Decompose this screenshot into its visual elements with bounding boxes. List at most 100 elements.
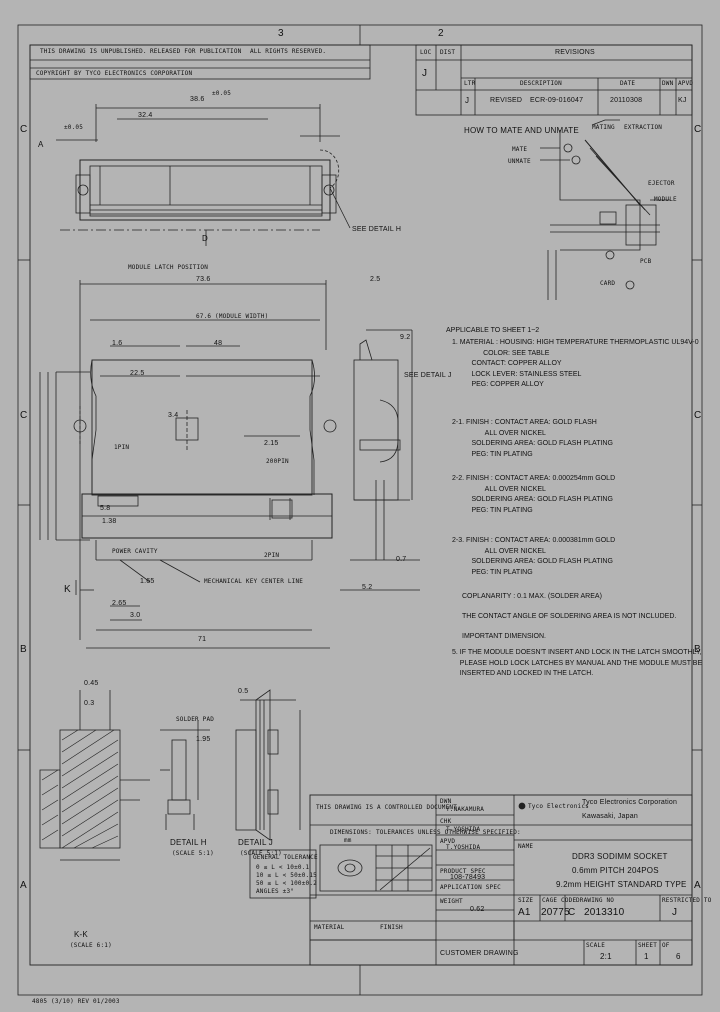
mate-card: CARD xyxy=(600,280,616,287)
tb-controlled: THIS DRAWING IS A CONTROLLED DOCUMENT. xyxy=(316,804,461,811)
mate-mating: MATING xyxy=(592,124,615,131)
tb-size-label: SIZE xyxy=(518,897,534,904)
detail-h-scale: (SCALE 5:1) xyxy=(172,850,214,857)
tb-product-spec: PRODUCT SPEC xyxy=(440,868,486,875)
header-revisions: REVISIONS xyxy=(555,49,595,56)
zone-col-3: 3 xyxy=(278,28,284,39)
tb-weight-val: 0.62 xyxy=(470,906,485,913)
tb-name-2: 0.6mm PITCH 204POS xyxy=(572,866,659,875)
mate-extraction: EXTRACTION xyxy=(624,124,663,131)
tb-scale: 2:1 xyxy=(600,952,612,961)
tb-dwg-no: 2013310 xyxy=(584,907,625,918)
solder-pad: SOLDER PAD xyxy=(176,716,215,723)
tb-company: Tyco Electronics Corporation xyxy=(582,799,678,806)
tb-app-spec: APPLICATION SPEC xyxy=(440,884,501,891)
dim-side-1: 2.5 xyxy=(370,276,381,283)
dim-left: 22.5 xyxy=(130,370,145,377)
zone-row-a-left: A xyxy=(20,880,27,891)
dim-2-65: 2.65 xyxy=(112,600,127,607)
dim-1-38: 1.38 xyxy=(102,518,117,525)
dim-3-0: 3.0 xyxy=(130,612,141,619)
detail-h-title: DETAIL H xyxy=(170,838,207,847)
gen-tol-3: 50 ≤ L < 100±0.2 xyxy=(256,880,317,887)
dim-3-4: 3.4 xyxy=(168,412,179,419)
tb-company2: Kawasaki, Japan xyxy=(582,813,638,820)
key-center: MECHANICAL KEY CENTER LINE xyxy=(204,578,304,585)
power-cavity: POWER CAVITY xyxy=(112,548,158,555)
gen-tol-title: GENERAL TOLERANCE xyxy=(253,854,318,861)
tb-material: MATERIAL xyxy=(314,924,345,931)
section-k-marker: K xyxy=(64,584,71,595)
tb-name-1: DDR3 SODIMM SOCKET xyxy=(572,852,668,861)
header-loc: LOC xyxy=(420,49,432,56)
dim-total: 73.6 xyxy=(196,276,211,283)
header-ltr: LTR xyxy=(464,80,476,87)
module-latch-label: MODULE LATCH POSITION xyxy=(128,264,209,271)
tb-cage-code: 20775 xyxy=(541,907,570,918)
dim-left-tol: ±0.05 xyxy=(64,124,84,131)
tb-logo-text: Tyco Electronics xyxy=(528,803,589,810)
tb-bottom-left: 4805 (3/10) REV 01/2003 xyxy=(32,998,120,1005)
rev-row-ecr: ECR-09-016047 xyxy=(530,97,584,104)
header-dwn: DWN xyxy=(662,80,674,87)
dim-0-45: 0.45 xyxy=(84,680,99,687)
tb-chk: CHK xyxy=(440,818,452,825)
note-important: IMPORTANT DIMENSION. xyxy=(462,633,547,640)
tb-dimensions: DIMENSIONS: xyxy=(330,829,372,836)
section-kk: K-K xyxy=(74,930,88,939)
rev-row-ltr: J xyxy=(465,96,470,105)
header-released: RELEASED FOR PUBLICATION xyxy=(150,48,242,55)
tb-sheet: 1 xyxy=(644,952,649,961)
header-copyright: COPYRIGHT BY TYCO ELECTRONICS CORPORATIO… xyxy=(36,70,193,77)
zone-row-c-right: C xyxy=(694,124,702,135)
tb-apvd: APVD xyxy=(440,838,456,845)
dim-0-5: 0.5 xyxy=(238,688,249,695)
mate-title: HOW TO MATE AND UNMATE xyxy=(464,126,579,135)
tb-of-total: 6 xyxy=(676,952,681,961)
note-2-2: 2-2. FINISH : CONTACT AREA: 0.000254mm G… xyxy=(452,475,616,514)
tb-sheet-label: SHEET xyxy=(638,942,658,949)
notes-header: APPLICABLE TO SHEET 1~2 xyxy=(446,327,540,334)
zone-row-c-left: C xyxy=(20,124,28,135)
zone-row-b-left: B xyxy=(20,644,27,655)
note-3: COPLANARITY : 0.1 MAX. (SOLDER AREA) xyxy=(462,593,602,600)
header-rev-letter: J xyxy=(422,68,428,79)
header-date: DATE xyxy=(620,80,636,87)
dim-height: 9.2 xyxy=(400,334,411,341)
dim-1-65: 1.65 xyxy=(140,578,155,585)
datum-a: A xyxy=(38,140,44,149)
tb-dwgno-label: DRAWING NO xyxy=(576,897,615,904)
header-desc: DESCRIPTION xyxy=(520,80,562,87)
tb-size: A1 xyxy=(518,907,531,918)
note-5: 5. IF THE MODULE DOESN'T INSERT AND LOCK… xyxy=(452,649,703,677)
rev-row-date: 20110308 xyxy=(610,97,643,104)
dim-side-3: 5.2 xyxy=(362,584,373,591)
zone-row-a-right: A xyxy=(694,880,701,891)
tb-cage-label: CAGE CODE xyxy=(542,897,577,904)
tb-dwn-name: Y.NAKAMURA xyxy=(446,806,485,813)
tb-rev-label: RESTRICTED TO xyxy=(662,897,712,904)
gen-tol-1: 0 ≤ L < 10±0.1 xyxy=(256,864,310,871)
tb-name-label: NAME xyxy=(518,843,534,850)
dim-2-15: 2.15 xyxy=(264,440,279,447)
mate-unmate: UNMATE xyxy=(508,158,531,165)
dim-module: 67.6 (MODULE WIDTH) xyxy=(196,313,269,320)
tb-weight: WEIGHT xyxy=(440,898,463,905)
zone-row-c2-right: C xyxy=(694,410,702,421)
mate-mate: MATE xyxy=(512,146,528,153)
mate-ejector: EJECTOR xyxy=(648,180,675,187)
gen-tol-2: 10 ≤ L < 50±0.15 xyxy=(256,872,317,879)
header-apvd: APVD xyxy=(678,80,694,87)
note-4: THE CONTACT ANGLE OF SOLDERING AREA IS N… xyxy=(462,613,677,620)
dim-side-2: 0.7 xyxy=(396,556,407,563)
tb-customer: CUSTOMER DRAWING xyxy=(440,950,519,957)
note-1: 1. MATERIAL : HOUSING: HIGH TEMPERATURE … xyxy=(452,339,699,388)
dim-inner: 32.4 xyxy=(138,112,153,119)
see-detail-j: SEE DETAIL J xyxy=(404,372,452,379)
dim-1-95: 1.95 xyxy=(196,736,211,743)
tb-product-spec-val: 108-78493 xyxy=(450,874,486,881)
header-unpublished: THIS DRAWING IS UNPUBLISHED. xyxy=(40,48,147,55)
tb-dwn: DWN xyxy=(440,798,452,805)
